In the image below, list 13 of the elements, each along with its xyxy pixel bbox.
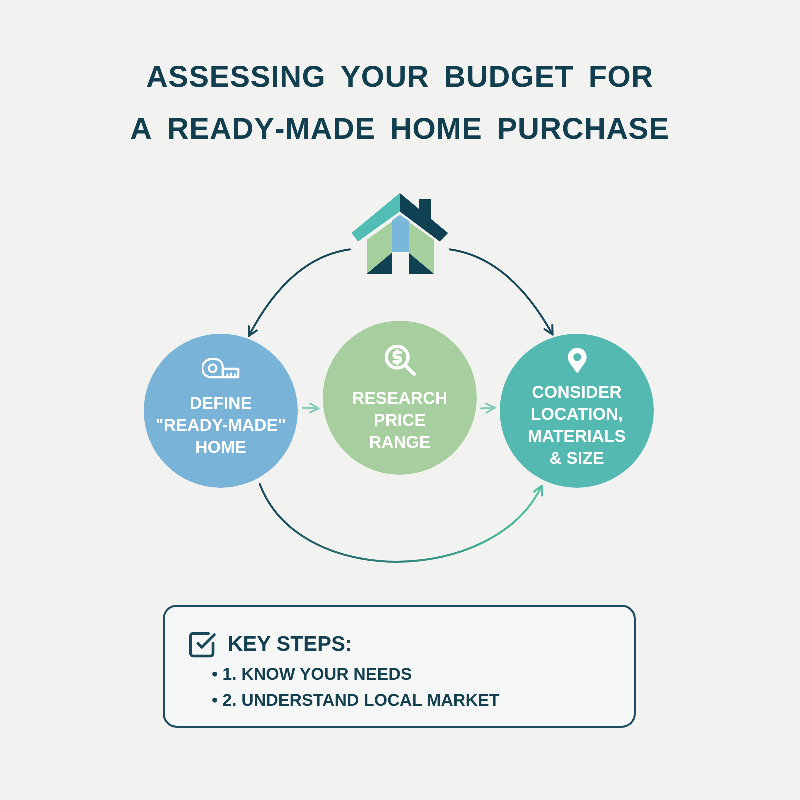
curved-arrow: [259, 483, 543, 563]
curved-arrow: [248, 248, 351, 338]
step-label: RESEARCH PRICE RANGE: [351, 388, 449, 454]
arrow: [302, 402, 320, 414]
list-item: • 2. UNDERSTAND LOCAL MARKET: [212, 690, 500, 712]
list-item: • 1. KNOW YOUR NEEDS: [212, 664, 412, 686]
key-steps-panel: [163, 605, 636, 728]
page-title: ASSESSING YOUR BUDGET FOR A READY-MADE HOME PURCHASE: [129, 60, 671, 148]
panel-heading: KEY STEPS:: [228, 632, 352, 658]
step-label: CONSIDER LOCATION, MATERIALS & SIZE: [527, 382, 627, 470]
step-label: DEFINE "READY-MADE" HOME: [154, 393, 288, 459]
curved-arrow: [449, 248, 554, 336]
arrow: [480, 402, 496, 414]
